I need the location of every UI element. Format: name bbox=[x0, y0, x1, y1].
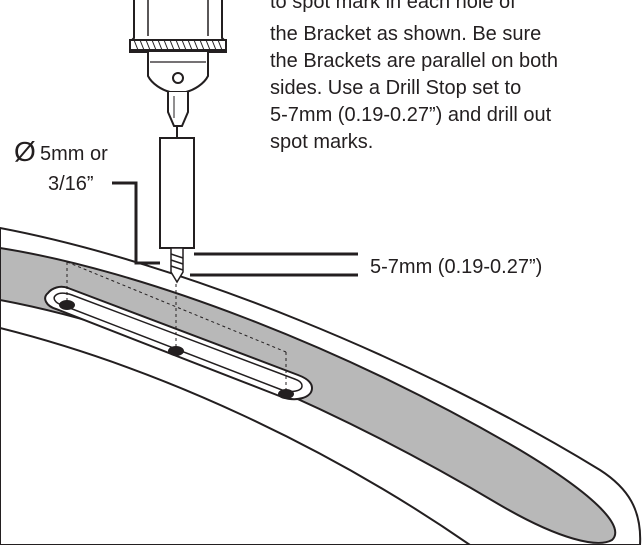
drill-size-line-2: 3/16” bbox=[48, 173, 94, 195]
slot-inner bbox=[53, 292, 303, 393]
bracket-slot bbox=[44, 261, 314, 401]
knurl-lines bbox=[133, 39, 223, 51]
depth-label: 5-7mm (0.19-0.27”) bbox=[370, 256, 542, 278]
instruction-line-3: the Brackets are parallel on both bbox=[270, 50, 558, 72]
spot-mark-hole-left bbox=[59, 300, 75, 310]
drill-bit bbox=[170, 247, 184, 284]
instruction-line-4: sides. Use a Drill Stop set to bbox=[270, 77, 521, 99]
drill-stop-collar bbox=[159, 137, 195, 249]
drill-chuck bbox=[129, 0, 227, 127]
leader-lines bbox=[112, 181, 358, 277]
dashed-guides bbox=[66, 261, 287, 392]
instruction-line-5: 5-7mm (0.19-0.27”) and drill out bbox=[270, 104, 552, 126]
instruction-text: to spot mark in each hole of the Bracket… bbox=[270, 0, 558, 153]
slot-outer bbox=[44, 285, 314, 401]
chuck-key-hole bbox=[172, 72, 184, 84]
drill-size-line-1: 5mm or bbox=[40, 143, 108, 165]
chuck-tip bbox=[167, 92, 189, 127]
instruction-line-1: to spot mark in each hole of bbox=[270, 0, 516, 13]
drill-size-leader bbox=[112, 181, 160, 265]
spot-mark-hole-center bbox=[168, 346, 184, 356]
drill-size-label: Ø 5mm or 3/16” bbox=[14, 136, 108, 195]
instruction-line-2: the Bracket as shown. Be sure bbox=[270, 23, 541, 45]
diameter-symbol: Ø bbox=[14, 136, 36, 167]
spot-mark-hole-right bbox=[278, 389, 294, 399]
instruction-line-6: spot marks. bbox=[270, 131, 373, 153]
rail-lower-edge bbox=[0, 327, 471, 545]
